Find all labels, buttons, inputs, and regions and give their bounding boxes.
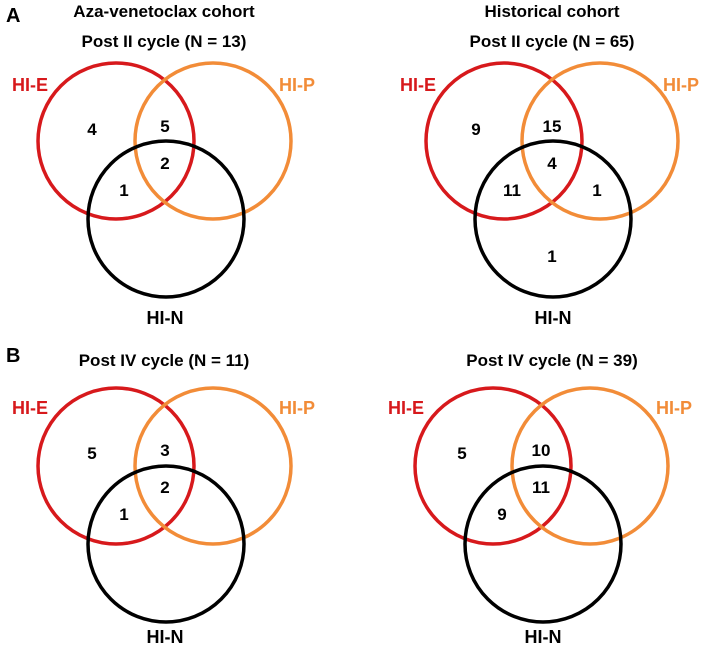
venn-panel-historical-post-iv: Post IV cycle (N = 39) HI-E HI-P HI-N 5 …	[388, 351, 692, 647]
count-p-n: 1	[592, 181, 601, 200]
hi-n-label: HI-N	[535, 308, 572, 328]
hi-n-circle	[86, 139, 246, 299]
hi-p-label: HI-P	[279, 398, 315, 418]
hi-n-label: HI-N	[147, 627, 184, 647]
count-e-only: 5	[457, 444, 466, 463]
panel-letter: B	[6, 345, 20, 367]
cycle-title: Post II cycle (N = 65)	[470, 32, 635, 51]
hi-e-label: HI-E	[400, 75, 436, 95]
count-e-p: 15	[543, 117, 562, 136]
cycle-title: Post IV cycle (N = 39)	[466, 351, 638, 370]
panel-letter: A	[6, 5, 20, 27]
count-e-p: 5	[160, 117, 169, 136]
hi-p-label: HI-P	[663, 75, 699, 95]
hi-p-circle	[133, 61, 293, 221]
count-e-only: 4	[87, 120, 97, 139]
count-n-only: 1	[547, 247, 556, 266]
hi-p-label: HI-P	[656, 398, 692, 418]
count-e-p: 10	[532, 441, 551, 460]
hi-e-label: HI-E	[12, 75, 48, 95]
cycle-title: Post II cycle (N = 13)	[82, 32, 247, 51]
hi-e-label: HI-E	[388, 398, 424, 418]
cycle-title: Post IV cycle (N = 11)	[79, 351, 250, 370]
hi-n-circle	[473, 139, 633, 299]
count-e-p-n: 4	[547, 154, 557, 173]
hi-e-circle	[36, 61, 196, 221]
count-e-only: 9	[471, 120, 480, 139]
hi-p-circle	[133, 386, 293, 546]
count-e-n: 9	[497, 505, 506, 524]
count-e-p-n: 11	[532, 478, 550, 497]
venn-panel-historical-post-ii: Historical cohort Post II cycle (N = 65)…	[400, 2, 699, 328]
count-e-n: 1	[119, 505, 128, 524]
hi-e-label: HI-E	[12, 398, 48, 418]
hi-n-label: HI-N	[147, 308, 184, 328]
hi-n-circle	[463, 464, 623, 624]
count-e-n: 11	[503, 181, 521, 200]
count-e-p: 3	[160, 441, 169, 460]
hi-n-circle	[86, 464, 246, 624]
hi-e-circle	[413, 386, 573, 546]
count-e-only: 5	[87, 444, 96, 463]
count-e-n: 1	[119, 181, 128, 200]
hi-p-circle	[510, 386, 670, 546]
hi-n-label: HI-N	[525, 627, 562, 647]
hi-e-circle	[36, 386, 196, 546]
count-e-p-n: 2	[160, 154, 169, 173]
venn-panel-aza-post-ii: A Aza-venetoclax cohort Post II cycle (N…	[6, 2, 315, 328]
hi-e-circle	[424, 61, 584, 221]
cohort-title: Historical cohort	[484, 2, 619, 21]
hi-p-circle	[520, 61, 680, 221]
count-e-p-n: 2	[160, 478, 169, 497]
hi-p-label: HI-P	[279, 75, 315, 95]
cohort-title: Aza-venetoclax cohort	[73, 2, 255, 21]
venn-panel-aza-post-iv: B Post IV cycle (N = 11) HI-E HI-P HI-N …	[6, 345, 315, 647]
